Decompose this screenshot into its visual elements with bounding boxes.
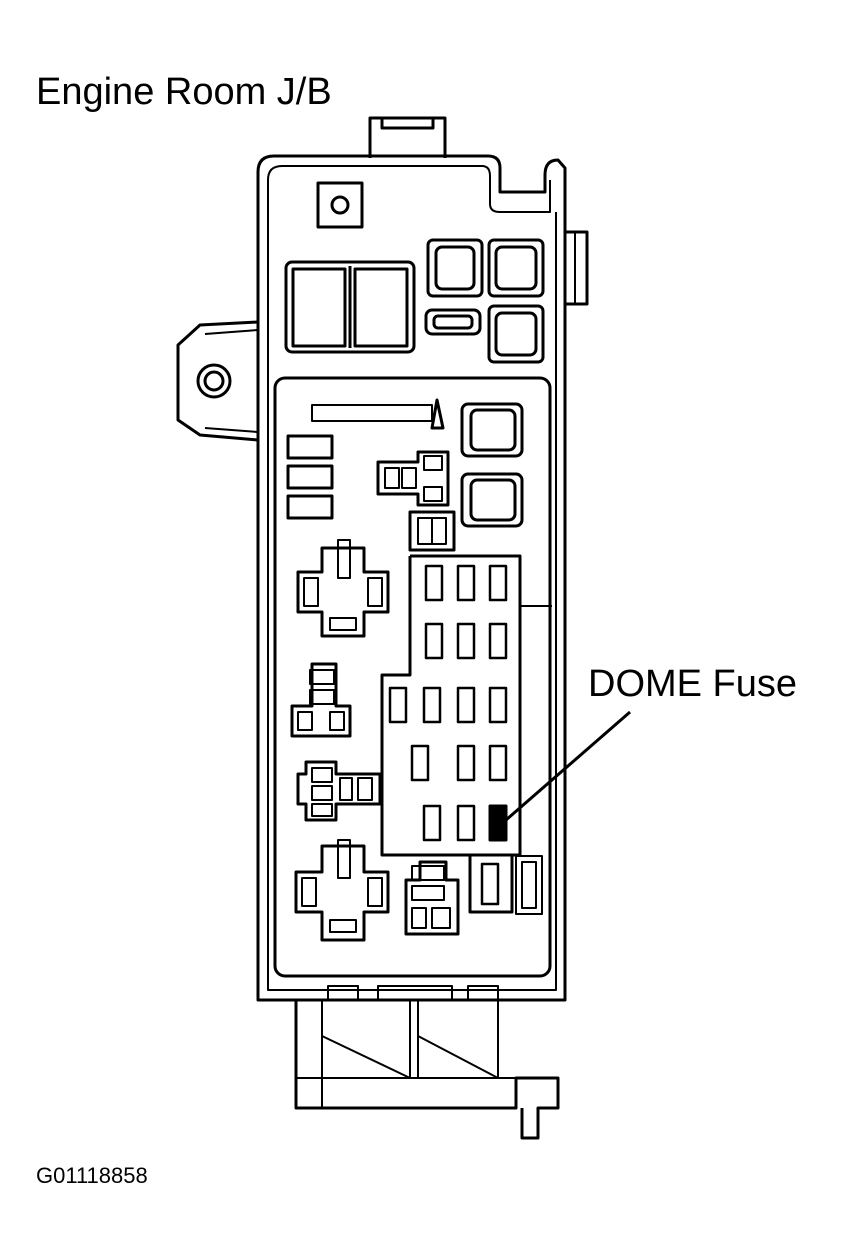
- mounting-hole: [196, 363, 232, 399]
- bottom-bracket: [294, 1000, 560, 1140]
- relay-mid-a: [460, 402, 524, 458]
- relay-large: [284, 260, 416, 354]
- connector-left-a: [290, 662, 352, 738]
- lower-fuse-panel: [273, 376, 552, 978]
- relay-socket-cross-upper: [296, 546, 390, 638]
- relay-socket-cross-lower: [294, 844, 390, 942]
- fuse-grid: [388, 564, 508, 906]
- fuse-block-outline: [380, 554, 522, 914]
- connector-top: [376, 450, 450, 507]
- bottom-tabs: [327, 985, 499, 1000]
- connector-left-b: [296, 760, 382, 822]
- relay-mid-b: [460, 472, 524, 528]
- dome-fuse: [488, 804, 508, 842]
- top-latch: [368, 116, 447, 158]
- upper-screw-boss: [316, 181, 364, 229]
- relay-small-c: [487, 304, 545, 364]
- diagram-title: Engine Room J/B: [36, 71, 332, 113]
- dome-fuse-label: DOME Fuse: [588, 663, 798, 705]
- relay-small-b: [487, 238, 545, 298]
- relay-small-a: [426, 238, 484, 298]
- outer-housing: [256, 154, 567, 1002]
- figure-id: G01118858: [36, 1163, 148, 1188]
- dome-fuse-leader: [505, 710, 631, 822]
- left-mounting-bracket: [176, 320, 259, 442]
- housing-inner-edge: [267, 165, 557, 991]
- mini-slot: [424, 308, 482, 336]
